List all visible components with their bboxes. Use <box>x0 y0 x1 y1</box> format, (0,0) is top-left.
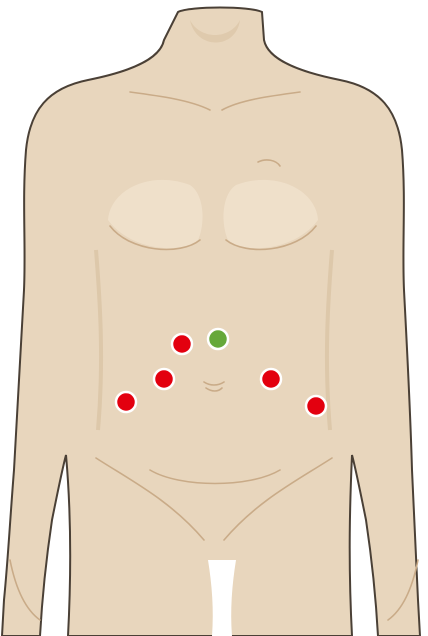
port-marker-right-middle <box>261 369 281 389</box>
port-marker-left-middle <box>154 369 174 389</box>
torso-silhouette <box>2 8 420 636</box>
port-marker-left-upper <box>172 334 192 354</box>
port-marker-left-lateral <box>116 392 136 412</box>
port-marker-umbilical-upper <box>208 329 228 349</box>
port-marker-right-lateral <box>306 396 326 416</box>
